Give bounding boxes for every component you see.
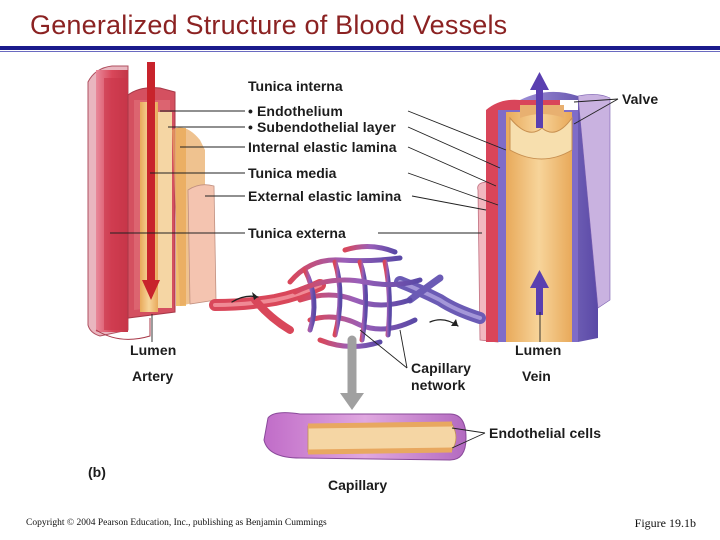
label-endothelium: • Endothelium (248, 103, 343, 119)
label-lumen-vein: Lumen (515, 342, 562, 358)
label-internal-elastic-lamina: Internal elastic lamina (248, 139, 397, 155)
label-panel-b: (b) (88, 464, 106, 480)
label-endothelial-cells: Endothelial cells (489, 425, 602, 441)
title-underline (0, 46, 720, 50)
label-tunica-media: Tunica media (248, 165, 337, 181)
label-capillary-network-2: network (411, 377, 466, 393)
title-underline-thin (0, 51, 720, 52)
label-external-elastic-lamina: External elastic lamina (248, 188, 402, 204)
label-lumen-artery: Lumen (130, 342, 177, 358)
label-tunica-externa: Tunica externa (248, 225, 346, 241)
leader-lines (110, 98, 619, 449)
label-valve: Valve (622, 91, 659, 107)
artery-illustration (87, 62, 217, 340)
capillary-illustration (263, 412, 467, 461)
copyright-text: Copyright © 2004 Pearson Education, Inc.… (26, 518, 327, 528)
label-subendothelial-layer: • Subendothelial layer (248, 119, 396, 135)
label-capillary-network-1: Capillary (411, 360, 472, 376)
vein-illustration (477, 72, 611, 343)
label-artery: Artery (132, 368, 174, 384)
label-tunica-interna: Tunica interna (248, 78, 343, 94)
label-vein: Vein (522, 368, 551, 384)
label-capillary: Capillary (328, 477, 388, 493)
capillary-network-illustration (209, 244, 486, 410)
page-title: Generalized Structure of Blood Vessels (30, 10, 508, 40)
figure-number: Figure 19.1b (634, 516, 696, 530)
